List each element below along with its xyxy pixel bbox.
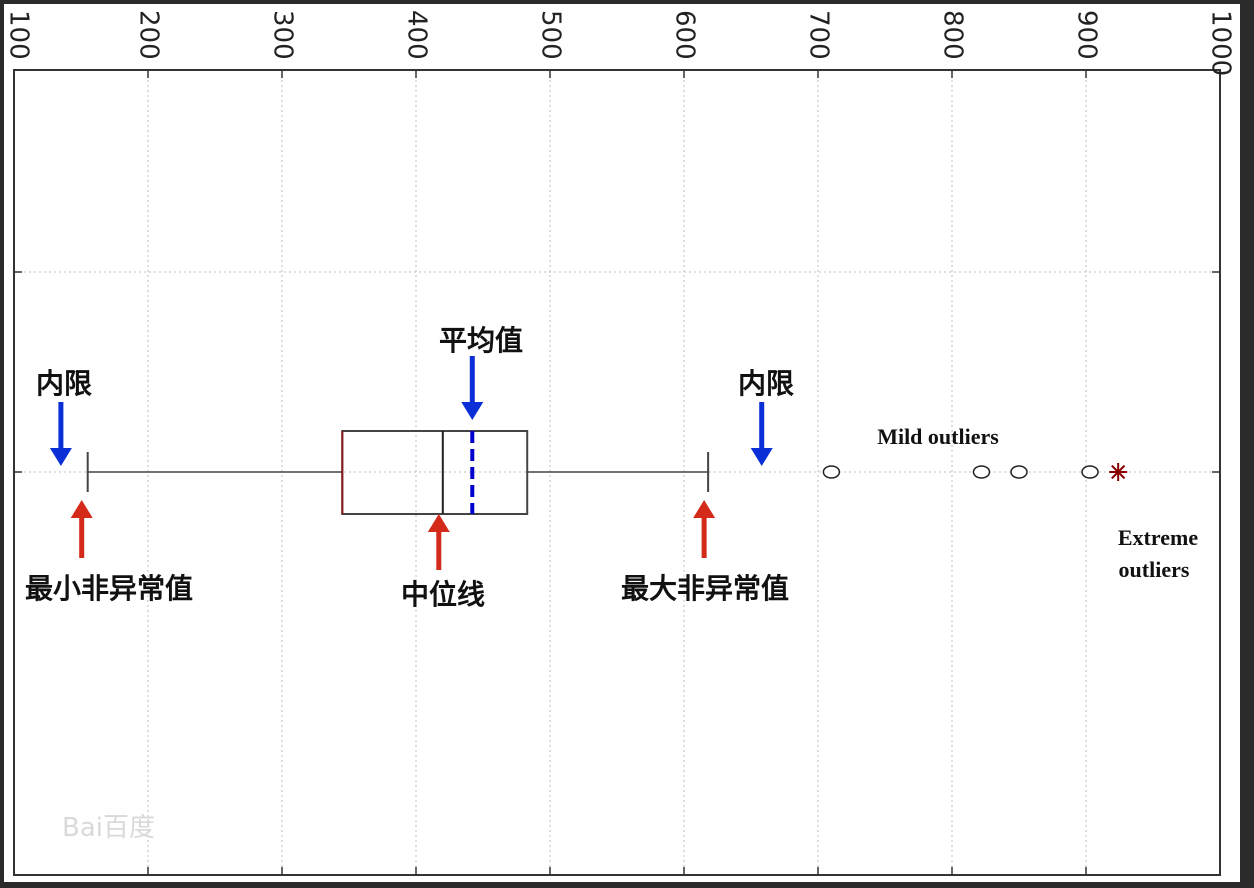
min-non-outlier-arrow — [70, 500, 93, 558]
median-arrow-head — [427, 514, 450, 532]
median-arrow — [427, 514, 450, 570]
extreme-outlier-0 — [1109, 463, 1128, 481]
tick-label-900: 900 — [1072, 10, 1102, 60]
tick-label-300: 300 — [268, 10, 298, 60]
inner-fence-right-arrow-head — [750, 448, 773, 466]
min-non-outlier-arrow-head — [70, 500, 93, 518]
inner-fence-left-arrow-head — [49, 448, 72, 466]
watermark-logo: Bai百度 — [62, 813, 155, 843]
extreme-outlier-stroke-3 — [1111, 464, 1126, 480]
x-axis-ticks: 100 200 300 400 500 600 700 800 900 1000 — [4, 10, 1236, 875]
annotation-arrows — [49, 356, 773, 570]
label-inner-fence-left: 内限 — [36, 367, 92, 400]
mild-outlier-2 — [1010, 465, 1028, 479]
tick-label-700: 700 — [804, 10, 834, 60]
tick-label-400: 400 — [402, 10, 432, 60]
box-marks — [86, 430, 1128, 515]
label-mild-outliers: Mild outliers — [877, 424, 999, 449]
label-max-non-outlier: 最大非异常值 — [621, 572, 789, 605]
label-inner-fence-right: 内限 — [738, 367, 794, 400]
inner-fence-left-arrow — [49, 402, 72, 466]
label-extreme-outliers-line1: Extreme — [1118, 525, 1198, 550]
tick-label-1000: 1000 — [1206, 10, 1236, 76]
mean-arrow — [461, 356, 484, 420]
tick-label-100: 100 — [4, 10, 34, 60]
mild-outlier-3 — [1081, 465, 1099, 479]
label-extreme-outliers-line2: outliers — [1119, 557, 1190, 582]
inner-fence-right-arrow — [750, 402, 773, 466]
mean-arrow-head — [461, 402, 484, 420]
chart-paper — [4, 4, 1240, 882]
mild-outlier-1 — [972, 465, 991, 479]
label-mean: 平均值 — [439, 324, 523, 357]
mild-outlier-0 — [822, 465, 841, 479]
tick-label-200: 200 — [134, 10, 164, 60]
tick-label-800: 800 — [938, 10, 968, 60]
tick-label-500: 500 — [536, 10, 566, 60]
tick-label-600: 600 — [670, 10, 700, 60]
max-non-outlier-arrow — [693, 500, 716, 558]
max-non-outlier-arrow-head — [693, 500, 716, 518]
label-median: 中位线 — [401, 578, 485, 611]
label-min-non-outlier: 最小非异常值 — [25, 572, 193, 605]
